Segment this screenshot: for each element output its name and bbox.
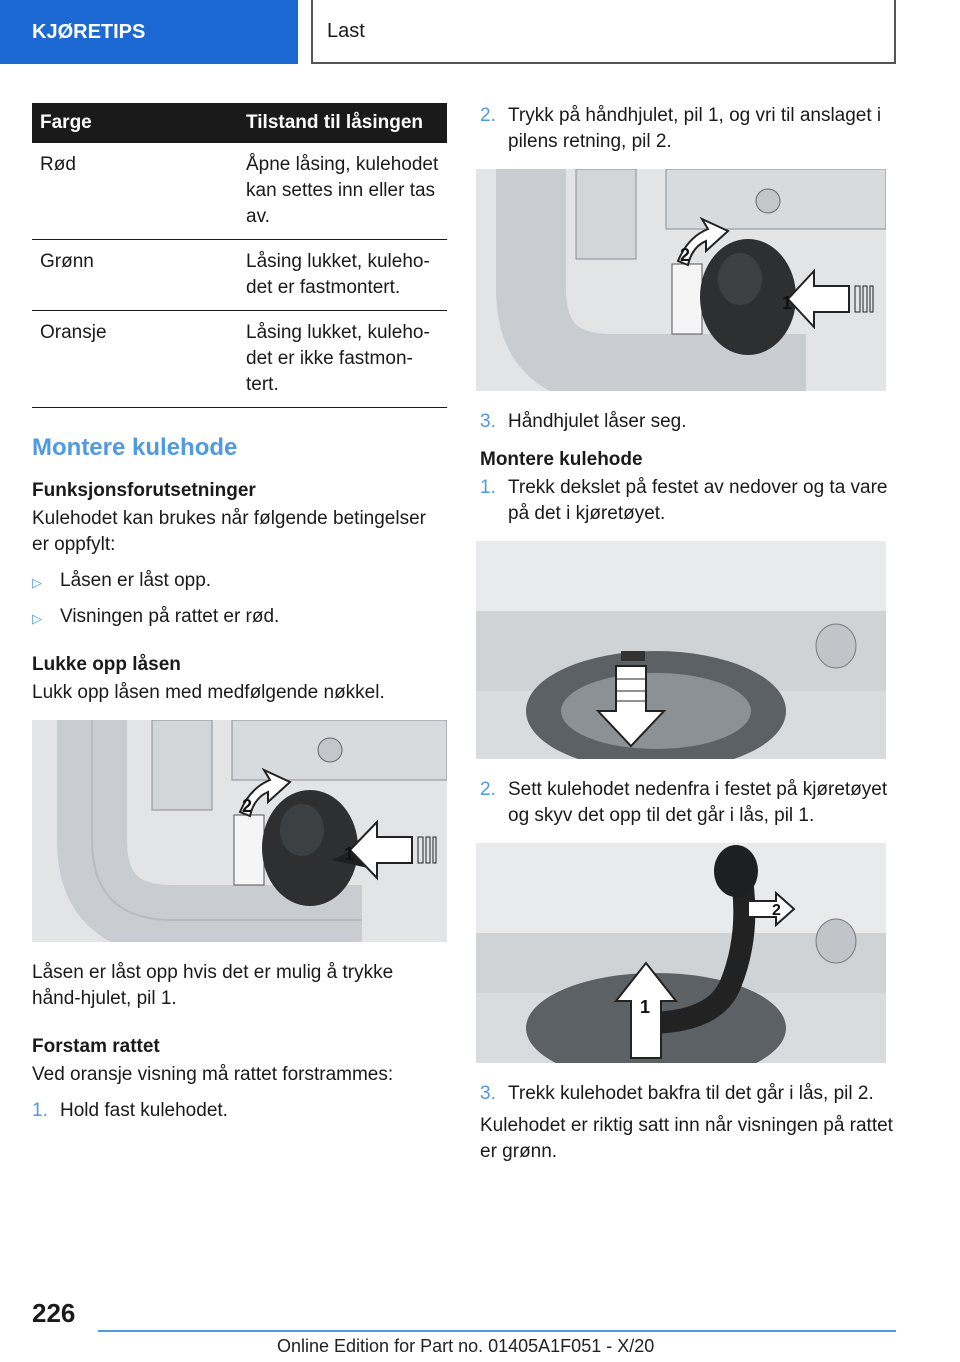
page-number: 226 [32, 1298, 76, 1328]
edition-text: Online Edition for Part no. 01405A1F051 … [277, 1336, 655, 1356]
arrow-label-2: 2 [772, 902, 781, 919]
step-number: 3. [480, 1083, 496, 1104]
towbar-handwheel-illustration: 1 2 [32, 720, 447, 942]
list-item: 3. Håndhjulet låser seg. [480, 409, 894, 435]
bullet-text: Låsen er låst opp. [60, 570, 212, 591]
step-number: 2. [480, 779, 496, 800]
table-row: Oransje Låsing lukket, kuleho-det er ikk… [32, 310, 447, 408]
table-cell: Rød [32, 143, 238, 240]
table-cell: Grønn [32, 239, 238, 311]
step-number: 1. [480, 477, 496, 498]
step-number: 3. [480, 411, 496, 432]
bumper-cover-illustration [476, 541, 886, 759]
unlock-text: Lukk opp låsen med medfølgende nøkkel. [32, 682, 385, 703]
tension-heading: Forstam rattet [32, 1036, 160, 1057]
triangle-bullet-icon: ▷ [32, 575, 42, 590]
lock-state-table: Farge Tilstand til låsingen Rød Åpne lås… [32, 103, 447, 408]
table-row: Grønn Låsing lukket, kuleho-det er fastm… [32, 239, 447, 311]
mount-heading: Montere kulehode [480, 449, 643, 470]
list-item: 2. Trykk på håndhjulet, pil 1, og vri ti… [480, 103, 894, 155]
list-item: 3. Trekk kulehodet bakfra til det går i … [480, 1081, 894, 1107]
step-text: Trekk kulehodet bakfra til det går i lås… [508, 1083, 874, 1104]
right-column: 2. Trykk på håndhjulet, pil 1, og vri ti… [476, 103, 894, 1175]
ball-head-insertion-illustration: 2 1 [476, 843, 886, 1063]
triangle-bullet-icon: ▷ [32, 611, 42, 626]
step-text: Trykk på håndhjulet, pil 1, og vri til a… [508, 105, 882, 152]
table-cell: Låsing lukket, kuleho-det er ikke fastmo… [238, 310, 447, 408]
step-text: Håndhjulet låser seg. [508, 411, 687, 432]
footer-divider [98, 1330, 896, 1332]
cover-removal-figure [476, 541, 886, 759]
section-title: Montere kulehode [32, 434, 238, 461]
handwheel-figure-right: 1 2 [476, 169, 886, 391]
topic-box: Last [311, 0, 896, 64]
section-label: KJØRETIPS [32, 20, 146, 43]
handwheel-figure-left: 1 2 [32, 720, 447, 942]
towbar-handwheel-illustration: 1 2 [476, 169, 886, 391]
step-text: Trekk dekslet på festet av nedover og ta… [508, 477, 888, 524]
unlock-heading: Lukke opp låsen [32, 654, 181, 675]
step-text: Hold fast kulehodet. [60, 1100, 228, 1121]
table-cell: Åpne låsing, kulehodet kan settes inn el… [238, 143, 447, 240]
arrow-label-1: 1 [782, 293, 792, 313]
left-column: Farge Tilstand til låsingen Rød Åpne lås… [32, 103, 447, 1130]
after-figure-text: Låsen er låst opp hvis det er mulig å tr… [32, 962, 394, 1009]
list-item: 1. Hold fast kulehodet. [32, 1098, 447, 1124]
ball-insertion-figure: 2 1 [476, 843, 886, 1063]
table-cell: Oransje [32, 310, 238, 408]
topic-label: Last [327, 19, 365, 42]
bullet-text: Visningen på rattet er rød. [60, 606, 280, 627]
list-item: 1. Trekk dekslet på festet av nedover og… [480, 475, 894, 527]
list-item: ▷ Låsen er låst opp. [32, 568, 447, 596]
step-text: Sett kulehodet nedenfra i festet på kjør… [508, 779, 888, 826]
final-text: Kulehodet er riktig satt inn når visning… [480, 1115, 893, 1162]
list-item: 2. Sett kulehodet nedenfra i festet på k… [480, 777, 894, 829]
list-item: ▷ Visningen på rattet er rød. [32, 604, 447, 632]
arrow-label-2: 2 [680, 245, 690, 265]
step-number: 1. [32, 1100, 48, 1121]
section-tab: KJØRETIPS [0, 0, 298, 64]
table-header-row: Farge Tilstand til låsingen [32, 103, 447, 143]
table-header-state: Tilstand til låsingen [238, 103, 447, 143]
prereq-heading: Funksjonsforutsetninger [32, 480, 256, 501]
table-row: Rød Åpne låsing, kulehodet kan settes in… [32, 143, 447, 240]
table-cell: Låsing lukket, kuleho-det er fastmontert… [238, 239, 447, 311]
tension-text: Ved oransje visning må rattet forstramme… [32, 1064, 394, 1085]
table-header-color: Farge [32, 103, 238, 143]
arrow-label-2: 2 [242, 796, 252, 816]
arrow-label-1: 1 [344, 844, 354, 864]
prereq-text: Kulehodet kan brukes når følgende beting… [32, 508, 426, 555]
step-number: 2. [480, 105, 496, 126]
arrow-label-1: 1 [640, 997, 650, 1017]
